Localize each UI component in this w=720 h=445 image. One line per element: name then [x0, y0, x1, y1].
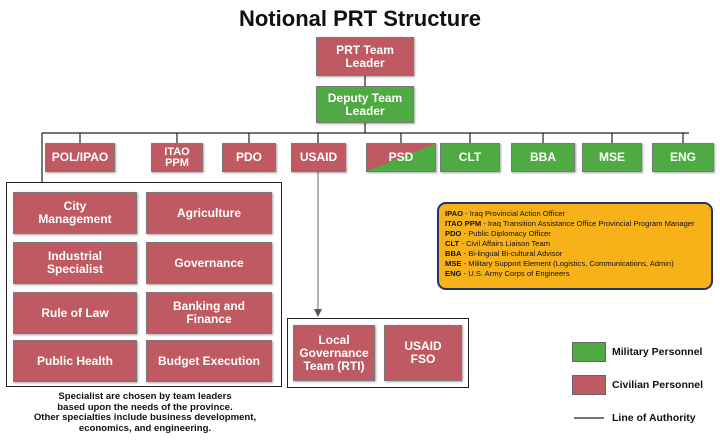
note-line: economics, and engineering.	[78, 422, 212, 434]
specialist-box-rule-of-law: Rule of Law	[13, 292, 137, 334]
specialist-label: City Management	[38, 199, 112, 226]
page-title: Notional PRT Structure	[238, 6, 481, 31]
specialist-label: Public Health	[36, 353, 113, 368]
legend-civilian-label: Civilian Personnel	[612, 379, 704, 391]
section-label: BBA	[530, 150, 556, 164]
section-label: POL/IPAO	[51, 150, 109, 164]
usaid-fso-box: USAID FSO	[384, 325, 462, 381]
acronym-row: MSE - Military Support Element (Logistic…	[445, 259, 674, 268]
team-leader-label: PRT Team Leader	[336, 42, 394, 70]
legend-military-label: Military Personnel	[612, 346, 703, 358]
usaid-arrowhead	[314, 309, 322, 317]
section-box-itao-ppm: ITAO PPM	[151, 143, 203, 172]
acronym-row: ENG - U.S. Army Corps of Engineers	[445, 269, 570, 278]
acronym-row: BBA - Bi-lingual Bi-cultural Advisor	[445, 249, 563, 258]
note-line: based upon the needs of the province.	[57, 401, 233, 413]
section-box-psd: PSD	[366, 143, 436, 172]
specialist-box-public-health: Public Health	[13, 340, 137, 382]
section-label: PDO	[235, 150, 262, 164]
deputy-box: Deputy Team Leader	[316, 86, 414, 123]
specialist-label: Governance	[174, 255, 244, 270]
section-box-mse: MSE	[582, 143, 642, 172]
note-line: Other specialties include business devel…	[33, 412, 257, 423]
acronym-row: CLT - Civil Affairs Liaison Team	[445, 239, 551, 248]
specialist-note: Specialist are chosen by team leaders ba…	[0, 391, 290, 434]
specialist-box-city-management: City Management	[13, 192, 137, 234]
specialist-box-governance: Governance	[146, 242, 272, 284]
specialist-box-agriculture: Agriculture	[146, 192, 272, 234]
legend-civilian-swatch	[572, 375, 606, 395]
section-box-usaid: USAID	[291, 143, 346, 172]
usaid-unit-label: Local Governance Team (RTI)	[299, 332, 369, 373]
note-line: Specialist are chosen by team leaders	[58, 391, 232, 402]
legend-authority-label: Line of Authority	[612, 412, 696, 424]
section-label: MSE	[598, 150, 625, 164]
acronym-row: ITAO PPM - Iraq Transition Assistance Of…	[445, 219, 695, 228]
team-leader-box: PRT Team Leader	[316, 37, 414, 76]
specialist-label: Banking and Finance	[172, 299, 245, 326]
section-box-bba: BBA	[511, 143, 575, 172]
usaid-unit-label: USAID FSO	[404, 339, 442, 366]
specialist-label: Industrial Specialist	[46, 249, 104, 276]
section-box-eng: ENG	[652, 143, 714, 172]
specialist-label: Rule of Law	[41, 305, 109, 320]
specialist-box-budget-execution: Budget Execution	[146, 340, 272, 382]
section-label: ITAO PPM	[164, 145, 190, 169]
specialist-label: Budget Execution	[157, 353, 260, 368]
legend-military-swatch	[572, 342, 606, 362]
section-label: PSD	[388, 150, 414, 164]
specialist-label: Agriculture	[176, 205, 241, 220]
acronym-row: IPAO - Iraq Provincial Action Officer	[445, 209, 566, 218]
section-label: USAID	[299, 150, 338, 164]
specialist-box-banking: Banking and Finance	[146, 292, 272, 334]
section-box-pdo: PDO	[222, 143, 276, 172]
local-governance-team-box: Local Governance Team (RTI)	[293, 325, 375, 381]
section-label: ENG	[669, 150, 696, 164]
specialist-box-industrial: Industrial Specialist	[13, 242, 137, 284]
acronym-row: PDO - Public Diplomacy Officer	[445, 229, 551, 238]
section-box-pol-ipao: POL/IPAO	[45, 143, 115, 172]
acronym-panel: IPAO - Iraq Provincial Action Officer IT…	[437, 202, 713, 290]
deputy-label: Deputy Team Leader	[327, 90, 403, 118]
section-label: CLT	[458, 150, 482, 164]
section-box-clt: CLT	[440, 143, 500, 172]
